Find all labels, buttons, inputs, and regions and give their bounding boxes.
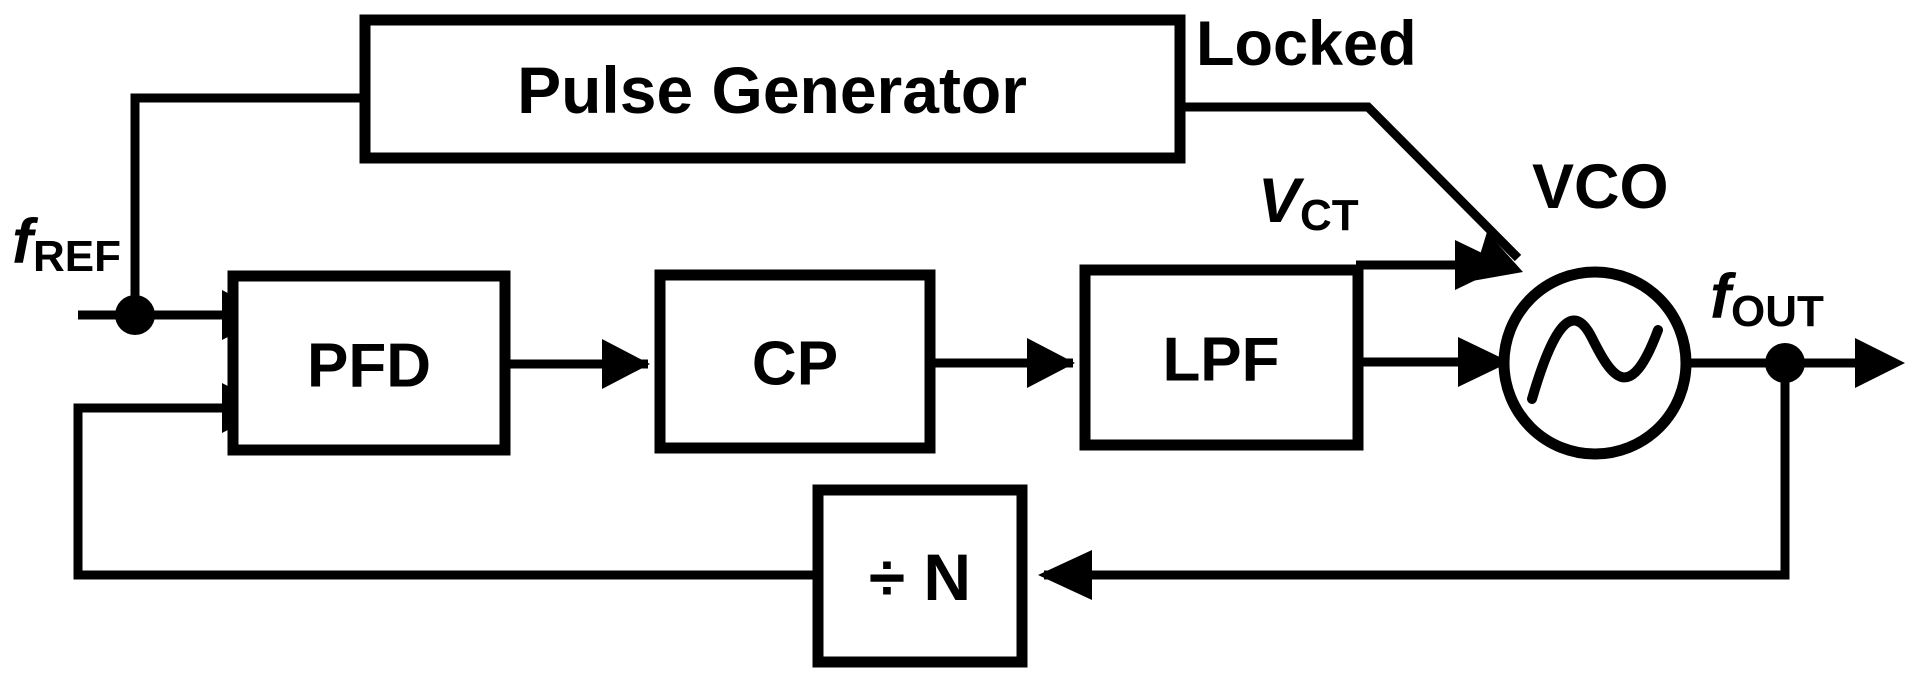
signal-label-vct: VCT: [1258, 166, 1359, 240]
arrowhead-icon-fout-output: [1855, 338, 1905, 388]
block-cp[interactable]: [654, 269, 936, 454]
vct-subscript: CT: [1300, 191, 1359, 240]
block-lpf[interactable]: [1079, 264, 1364, 451]
arrowhead-icon-cp-input: [602, 339, 650, 389]
fref-subscript: REF: [33, 232, 121, 281]
block-vco[interactable]: [1498, 266, 1692, 460]
signal-label-fref: fREF: [12, 207, 121, 281]
block-pfd[interactable]: [227, 270, 511, 456]
arrowhead-icon-lpf-input: [1027, 338, 1075, 388]
cp-label: CP: [752, 330, 838, 399]
vco-label: VCO: [1532, 152, 1669, 222]
vct-base: V: [1258, 166, 1305, 236]
block-divider[interactable]: [812, 484, 1028, 668]
pulse-generator-label: Pulse Generator: [517, 53, 1027, 127]
arrowhead-icon-divider-input: [1038, 550, 1092, 600]
wire-fref-to-pulse-generator: [130, 93, 372, 315]
wire-locked-to-vco: [1180, 102, 1522, 262]
wire-fout-to-divider: [1044, 363, 1790, 580]
arrowhead-icon-vco-ct-input: [1458, 337, 1510, 387]
arrowhead-icon-locked-input: [1472, 232, 1523, 281]
fout-subscript: OUT: [1731, 287, 1824, 336]
divider-label: ÷ N: [869, 540, 971, 614]
locked-label: Locked: [1196, 9, 1417, 79]
sine-wave-icon: [1527, 315, 1663, 404]
junction-dot-icon-fref: [115, 295, 155, 335]
wire-divider-feedback-to-pfd: [73, 403, 818, 580]
junction-dot-icon-fout: [1765, 343, 1805, 383]
lpf-label: LPF: [1162, 326, 1279, 395]
pfd-label: PFD: [307, 332, 431, 401]
block-pulse-generator[interactable]: [359, 14, 1186, 164]
signal-label-fout: fOUT: [1710, 262, 1824, 336]
